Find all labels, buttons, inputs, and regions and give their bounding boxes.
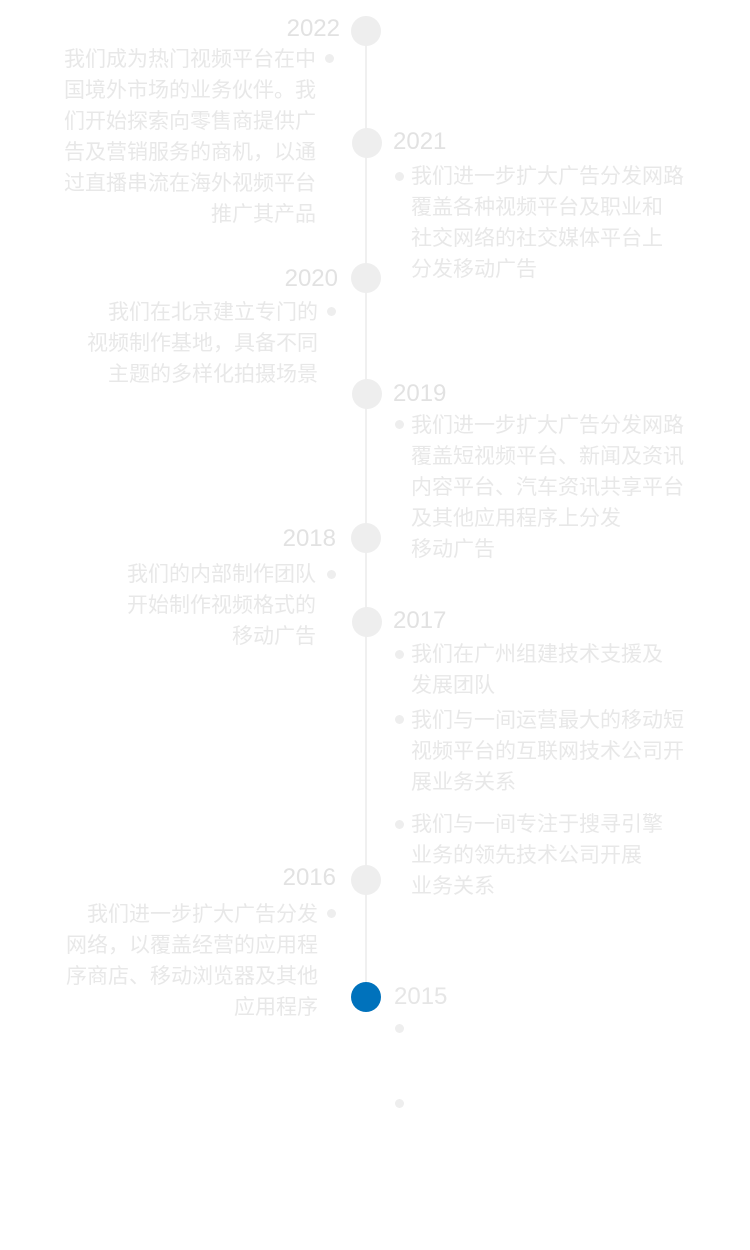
bullet-dot	[395, 820, 404, 829]
bullet-dot	[395, 715, 404, 724]
bullet-dot	[395, 1099, 404, 1108]
timeline-node-2017[interactable]	[352, 607, 382, 637]
timeline-year-2017[interactable]: 2017	[393, 607, 447, 634]
timeline-node-2015-active[interactable]	[351, 982, 381, 1012]
timeline-node-2016[interactable]	[351, 865, 381, 895]
timeline-year-2021[interactable]: 2021	[393, 128, 447, 155]
bullet-dot	[395, 172, 404, 181]
timeline-node-2021[interactable]	[352, 128, 382, 158]
milestone-text-2017-1: 我们在广州组建技术支援及发展团队	[411, 643, 663, 697]
bullet-dot	[327, 307, 336, 316]
milestone-text-2017-2: 我们与一间运营最大的移动短视频平台的互联网技术公司开展业务关系	[411, 709, 684, 794]
timeline-node-2022[interactable]	[351, 16, 381, 46]
timeline-year-2022[interactable]: 2022	[286, 15, 340, 42]
bullet-dot	[327, 570, 336, 579]
milestone-text-2021: 我们进一步扩大广告分发网路覆盖各种视频平台及职业和社交网络的社交媒体平台上分发移…	[411, 165, 684, 281]
bullet-dot	[327, 909, 336, 918]
milestone-text-2017-3: 我们与一间专注于搜寻引擎业务的领先技术公司开展业务关系	[411, 813, 663, 898]
timeline-year-2016[interactable]: 2016	[282, 864, 336, 891]
milestone-text-2016: 我们进一步扩大广告分发网络，以覆盖经营的应用程序商店、移动浏览器及其他应用程序	[66, 903, 318, 1019]
bullet-dot	[395, 420, 404, 429]
timeline-year-2018[interactable]: 2018	[282, 525, 336, 552]
timeline-node-2019[interactable]	[352, 379, 382, 409]
timeline-axis-line	[365, 30, 367, 998]
milestone-text-2018: 我们的内部制作团队开始制作视频格式的移动广告	[127, 563, 316, 648]
milestone-text-2020: 我们在北京建立专门的视频制作基地，具备不同主题的多样化拍摄场景	[87, 301, 318, 386]
bullet-dot	[325, 54, 334, 63]
milestone-text-2019: 我们进一步扩大广告分发网路覆盖短视频平台、新闻及资讯内容平台、汽车资讯共享平台及…	[411, 414, 684, 561]
timeline-year-2019[interactable]: 2019	[393, 380, 447, 407]
bullet-dot	[395, 650, 404, 659]
timeline-year-2020[interactable]: 2020	[284, 265, 338, 292]
timeline-year-2015[interactable]: 2015	[394, 983, 448, 1010]
bullet-dot	[395, 1024, 404, 1033]
milestone-text-2022: 我们成为热门视频平台在中国境外市场的业务伙伴。我们开始探索向零售商提供广告及营销…	[64, 48, 316, 226]
timeline-node-2018[interactable]	[351, 523, 381, 553]
timeline-node-2020[interactable]	[351, 263, 381, 293]
